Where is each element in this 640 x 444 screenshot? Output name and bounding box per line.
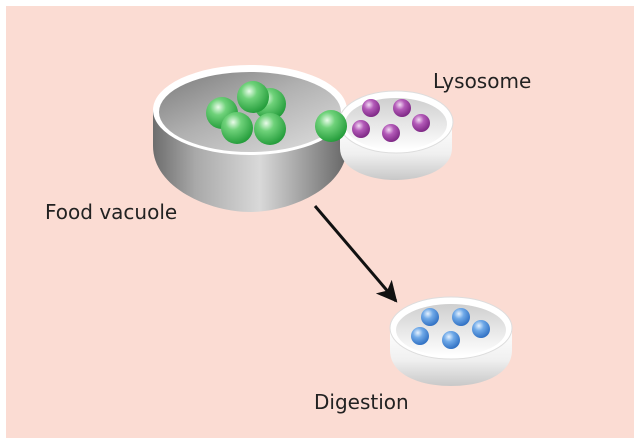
food-particle (237, 81, 269, 113)
food-particle-entering-lysosome (315, 110, 347, 142)
lysosome-enzyme (382, 124, 400, 142)
process-arrow (313, 205, 398, 303)
lysosome-enzyme (352, 120, 370, 138)
lysosome-enzyme (412, 114, 430, 132)
lysosome-enzyme (362, 99, 380, 117)
digested-particle (411, 327, 429, 345)
food-particle (254, 113, 286, 145)
digestion-vesicle (389, 296, 513, 386)
food-particle (221, 112, 253, 144)
digested-particle (452, 308, 470, 326)
digested-particle (421, 308, 439, 326)
digestion-label: Digestion (314, 390, 409, 414)
digested-particle (472, 320, 490, 338)
digested-particle (442, 331, 460, 349)
food-particles (206, 81, 347, 145)
background-panel (6, 6, 634, 438)
lysosome (338, 90, 454, 180)
lysosome-label: Lysosome (433, 69, 531, 93)
lysosome-enzyme (393, 99, 411, 117)
food-vacuole-label: Food vacuole (45, 200, 177, 224)
